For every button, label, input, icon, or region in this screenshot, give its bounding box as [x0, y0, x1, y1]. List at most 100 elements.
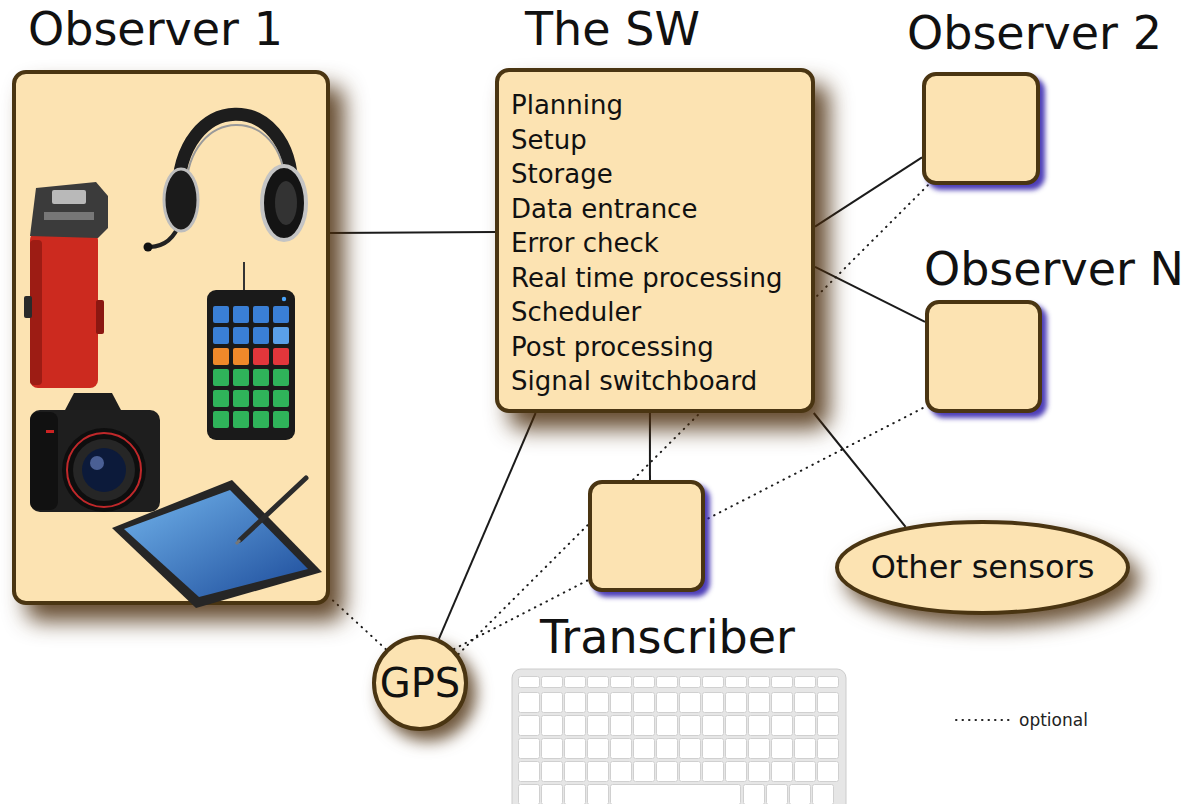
- legend-line-sample: [956, 719, 1014, 721]
- camera-part: [62, 428, 146, 512]
- keypad-part: [253, 390, 269, 407]
- function-item: Setup: [511, 123, 803, 158]
- function-item: Data entrance: [511, 192, 803, 227]
- keypad-part: [233, 411, 249, 428]
- keyboard-keys: [518, 692, 840, 784]
- keyboard-key: [565, 785, 586, 804]
- keyboard-key: [790, 785, 811, 804]
- box-heading: The SW: [525, 4, 700, 55]
- headset-part: [144, 243, 153, 252]
- tablet-part: [240, 478, 306, 540]
- voice-recorder-part: [52, 190, 86, 204]
- headset-part: [178, 114, 292, 196]
- keypad-part: [273, 327, 289, 344]
- function-item: Real time processing: [511, 261, 803, 296]
- circle-shape: [374, 637, 466, 729]
- keypad-part: [253, 411, 269, 428]
- keypad-part: [233, 306, 249, 323]
- link-line: [815, 157, 922, 226]
- keypad-part: [243, 262, 245, 292]
- box-heading: Observer 2: [907, 8, 1162, 59]
- headset-part: [275, 181, 297, 225]
- keypad-part: [233, 327, 249, 344]
- camera-part: [30, 410, 160, 512]
- camera-part: [90, 456, 104, 470]
- link-line: [330, 231, 495, 234]
- function-item: Scheduler: [511, 295, 803, 330]
- voice-recorder-part: [96, 300, 104, 334]
- function-item: Error check: [511, 226, 803, 261]
- keypad-part: [233, 390, 249, 407]
- keyboard-spacebar: [611, 785, 741, 804]
- keypad-part: [213, 411, 229, 428]
- keypad-part: [213, 348, 229, 365]
- keypad-part: [213, 390, 229, 407]
- link-line: [649, 413, 651, 480]
- headset-part: [262, 166, 306, 240]
- voice-recorder-part: [24, 296, 32, 318]
- keypad-part: [253, 369, 269, 386]
- observer-box: Observer 2: [922, 72, 1040, 185]
- keypad-part: [273, 306, 289, 323]
- legend-label: optional: [1019, 710, 1088, 730]
- keyboard-key: [767, 785, 788, 804]
- keyboard-key: [519, 785, 540, 804]
- shape-label: GPS: [380, 660, 461, 706]
- keypad-part: [282, 297, 286, 301]
- keypad-part: [273, 411, 289, 428]
- gps-circle: GPS: [372, 635, 468, 731]
- tablet: [112, 478, 322, 608]
- camera: [30, 393, 160, 512]
- keyboard-key: [588, 785, 609, 804]
- tablet-part: [236, 540, 240, 544]
- legend-entry: optional: [955, 708, 1088, 732]
- link-line: [814, 413, 906, 527]
- box-heading: Observer 1: [28, 4, 283, 55]
- keyboard-key: [542, 785, 563, 804]
- box-heading: Transcriber: [540, 612, 795, 663]
- keypad-part: [213, 327, 229, 344]
- observer-box: Observer N: [925, 300, 1042, 413]
- keypad-part: [213, 306, 229, 323]
- camera-part: [64, 393, 122, 412]
- keypad-part: [213, 369, 229, 386]
- shape-label: Other sensors: [871, 549, 1095, 586]
- camera-part: [82, 448, 126, 492]
- headset-part: [164, 169, 198, 231]
- headset-part: [150, 222, 180, 247]
- camera-part: [73, 439, 135, 501]
- function-item: Post processing: [511, 330, 803, 365]
- link-line: [815, 267, 925, 322]
- transcriber-box: Transcriber: [588, 480, 705, 592]
- headset: [144, 114, 307, 251]
- keyboard-body: [512, 669, 846, 804]
- voice-recorder-part: [30, 240, 42, 385]
- keypad-part: [273, 390, 289, 407]
- voice-recorder-part: [44, 212, 94, 220]
- keypad-part: [253, 327, 269, 344]
- legend: optional: [955, 708, 1088, 732]
- keyboard-key: [744, 785, 765, 804]
- keypad-part: [207, 290, 295, 440]
- legend-swatch: [955, 708, 1015, 732]
- keyboard-key: [813, 785, 834, 804]
- headset-part: [186, 125, 285, 190]
- tablet-part: [112, 480, 322, 608]
- optional-link: [330, 598, 386, 650]
- voice-recorder: [24, 182, 108, 388]
- keyboard-function-keys: [518, 676, 840, 688]
- camera-part: [30, 412, 58, 510]
- keypad-part: [253, 306, 269, 323]
- box-heading: Observer N: [924, 244, 1184, 295]
- keypad-part: [233, 348, 249, 365]
- voice-recorder-part: [30, 232, 98, 388]
- link-line: [439, 413, 536, 639]
- function-item: Storage: [511, 157, 803, 192]
- ellipse-shape: [837, 522, 1128, 613]
- keyboard: [512, 669, 846, 804]
- keypad-part: [273, 348, 289, 365]
- sensor-ellipse: Other sensors: [835, 520, 1130, 615]
- keypad: [207, 262, 295, 440]
- observer-box: Observer 1: [12, 70, 330, 605]
- keypad-part: [273, 369, 289, 386]
